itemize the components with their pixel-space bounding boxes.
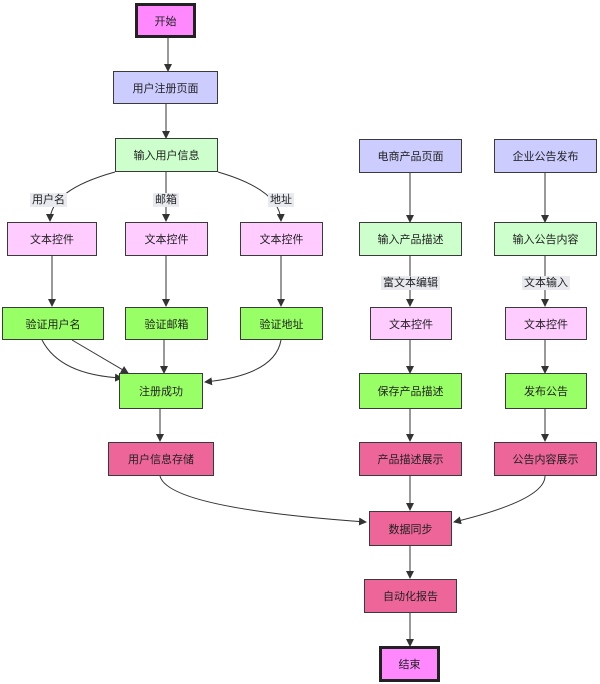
edge-verify-username-success-b — [71, 339, 129, 374]
node-register-page: 用户注册页面 — [113, 71, 218, 104]
node-verify-email: 验证邮箱 — [125, 307, 208, 340]
node-input-product-desc: 输入产品描述 — [359, 222, 462, 256]
edge-storage-sync — [159, 475, 367, 526]
edge-label-text-input: 文本输入 — [522, 276, 570, 290]
node-verify-username: 验证用户名 — [2, 307, 104, 340]
node-text-widget-1: 文本控件 — [7, 222, 97, 256]
edge-label-username: 用户名 — [30, 193, 67, 207]
node-text-widget-3: 文本控件 — [240, 222, 323, 256]
node-publish-announcement: 发布公告 — [505, 373, 587, 409]
node-product-desc-display: 产品描述展示 — [359, 442, 462, 476]
node-register-success: 注册成功 — [119, 373, 203, 409]
node-start: 开始 — [135, 3, 196, 38]
edge-verify-address-success — [204, 339, 282, 386]
node-announcement-display: 公告内容展示 — [494, 442, 597, 476]
edge-verify-username-success-a — [41, 339, 123, 382]
edge-input-widget3 — [217, 171, 285, 222]
node-auto-report: 自动化报告 — [364, 579, 457, 613]
node-user-info-storage: 用户信息存储 — [108, 442, 214, 476]
edge-label-rich-text-edit: 富文本编辑 — [381, 276, 440, 290]
node-save-product-desc: 保存产品描述 — [359, 373, 462, 409]
edge-announce-display-sync — [453, 475, 546, 525]
node-input-user-info: 输入用户信息 — [115, 138, 218, 172]
node-data-sync: 数据同步 — [369, 511, 452, 546]
edge-label-email: 邮箱 — [153, 193, 179, 207]
node-announcement-publish: 企业公告发布 — [494, 139, 597, 173]
node-ecommerce-page: 电商产品页面 — [359, 139, 462, 173]
node-text-widget-2: 文本控件 — [125, 222, 208, 256]
node-end: 结束 — [379, 646, 440, 682]
node-text-widget-5: 文本控件 — [505, 307, 587, 340]
edge-label-address: 地址 — [268, 193, 294, 207]
node-verify-address: 验证地址 — [240, 307, 323, 340]
node-input-announcement: 输入公告内容 — [494, 222, 597, 256]
node-text-widget-4: 文本控件 — [370, 307, 452, 340]
